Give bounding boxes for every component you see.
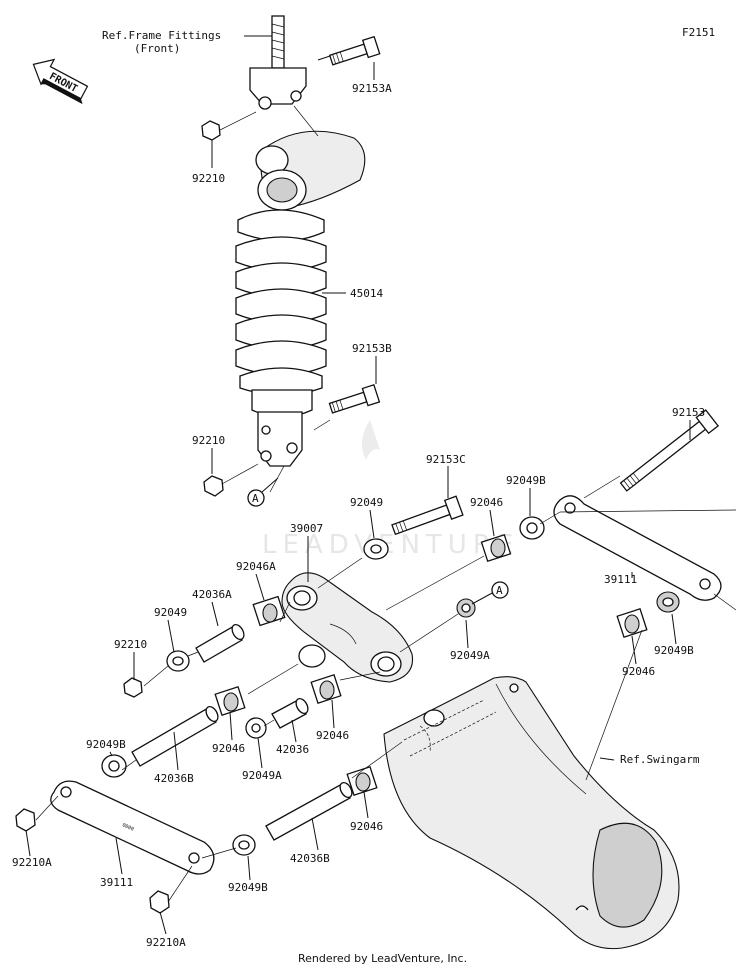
part-label-92046a: 92046A (236, 560, 276, 573)
bolt-92153b (328, 383, 381, 414)
part-label-92210-top: 92210 (192, 172, 225, 185)
connector-a-lower: A (491, 581, 509, 599)
figure-code: F2151 (682, 26, 715, 39)
part-label-92049b-right: 92049B (654, 644, 694, 657)
washer-92049b-top (519, 516, 545, 540)
part-label-92153c: 92153C (426, 453, 466, 466)
part-label-92049a-bottom: 92049A (242, 769, 282, 782)
part-label-92210a-bottom: 92210A (146, 936, 186, 949)
nut-92210-top (201, 120, 221, 141)
part-label-92046-b3: 92046 (350, 820, 383, 833)
bearing-92046-b2 (310, 674, 342, 704)
washer-92049b-left (101, 754, 127, 778)
collar-42036b-bottom (265, 781, 353, 841)
collar-42036a (195, 623, 245, 663)
swingarm (383, 676, 680, 950)
collar-42036b-left (131, 705, 219, 767)
part-label-92049-left: 92049 (154, 606, 187, 619)
nut-92210a-left (15, 808, 36, 832)
washer-92049b-bottom (232, 834, 256, 856)
connector-a-lower-label: A (496, 584, 503, 597)
part-label-92046-right: 92046 (622, 665, 655, 678)
part-label-42036b-bottom: 42036B (290, 852, 330, 865)
washer-92049b-right (656, 591, 680, 613)
part-label-42036b-left: 42036B (154, 772, 194, 785)
tie-rod-39111-right (553, 495, 722, 601)
leader-lines (25, 35, 737, 935)
front-arrow-icon: FRONT (32, 58, 89, 105)
part-label-42036a: 42036A (192, 588, 232, 601)
part-label-92049b-top: 92049B (506, 474, 546, 487)
bolt-92153c (391, 495, 464, 536)
part-label-92210a-left: 92210A (12, 856, 52, 869)
nut-92210-left (123, 677, 143, 698)
ref-frame-fittings: Ref.Frame Fittings (102, 29, 221, 42)
part-label-42036: 42036 (276, 743, 309, 756)
part-label-92153: 92153 (672, 406, 705, 419)
part-label-39007: 39007 (290, 522, 323, 535)
bearing-92046a (252, 595, 286, 627)
part-label-92049b-left: 92049B (86, 738, 126, 751)
washer-92049a-center (456, 598, 476, 618)
part-label-39111-left: 39111 (100, 876, 133, 889)
part-label-92046-b1: 92046 (212, 742, 245, 755)
nut-92210-mid (203, 475, 224, 497)
bolt-92153 (619, 409, 720, 492)
connector-a-upper: A (247, 489, 265, 507)
ref-swingarm: Ref.Swingarm (620, 753, 700, 766)
bearing-92046-b3 (346, 766, 378, 796)
washer-92049-left (166, 650, 190, 672)
collar-42036 (271, 697, 309, 729)
part-label-45014: 45014 (350, 287, 383, 300)
part-label-92049b-bottom: 92049B (228, 881, 268, 894)
part-label-92153b: 92153B (352, 342, 392, 355)
washer-92049-top (363, 538, 389, 560)
tie-rod-39111-left: 0000 (50, 780, 215, 875)
part-label-39111-right: 39111 (604, 573, 637, 586)
part-label-92046-b2: 92046 (316, 729, 349, 742)
bolt-92153a (328, 35, 381, 66)
part-label-92046-top: 92046 (470, 496, 503, 509)
bearing-92046-right (616, 608, 648, 638)
washer-92049a-bottom (245, 717, 267, 739)
part-label-92210-mid: 92210 (192, 434, 225, 447)
shock-absorber (235, 15, 366, 467)
part-label-92049-top: 92049 (350, 496, 383, 509)
part-label-92153a: 92153A (352, 82, 392, 95)
nut-92210a-bottom (149, 890, 170, 914)
rocker-arm-39007 (281, 572, 414, 683)
bearing-92046-top (480, 533, 512, 563)
part-label-92049a-center: 92049A (450, 649, 490, 662)
bearing-92046-b1 (214, 686, 246, 716)
footer-credit: Rendered by LeadVenture, Inc. (298, 952, 467, 965)
svg-text:0000: 0000 (121, 822, 134, 832)
part-label-92210-left: 92210 (114, 638, 147, 651)
ref-frame-fittings-front: (Front) (134, 42, 180, 55)
connector-a-upper-label: A (252, 492, 259, 505)
